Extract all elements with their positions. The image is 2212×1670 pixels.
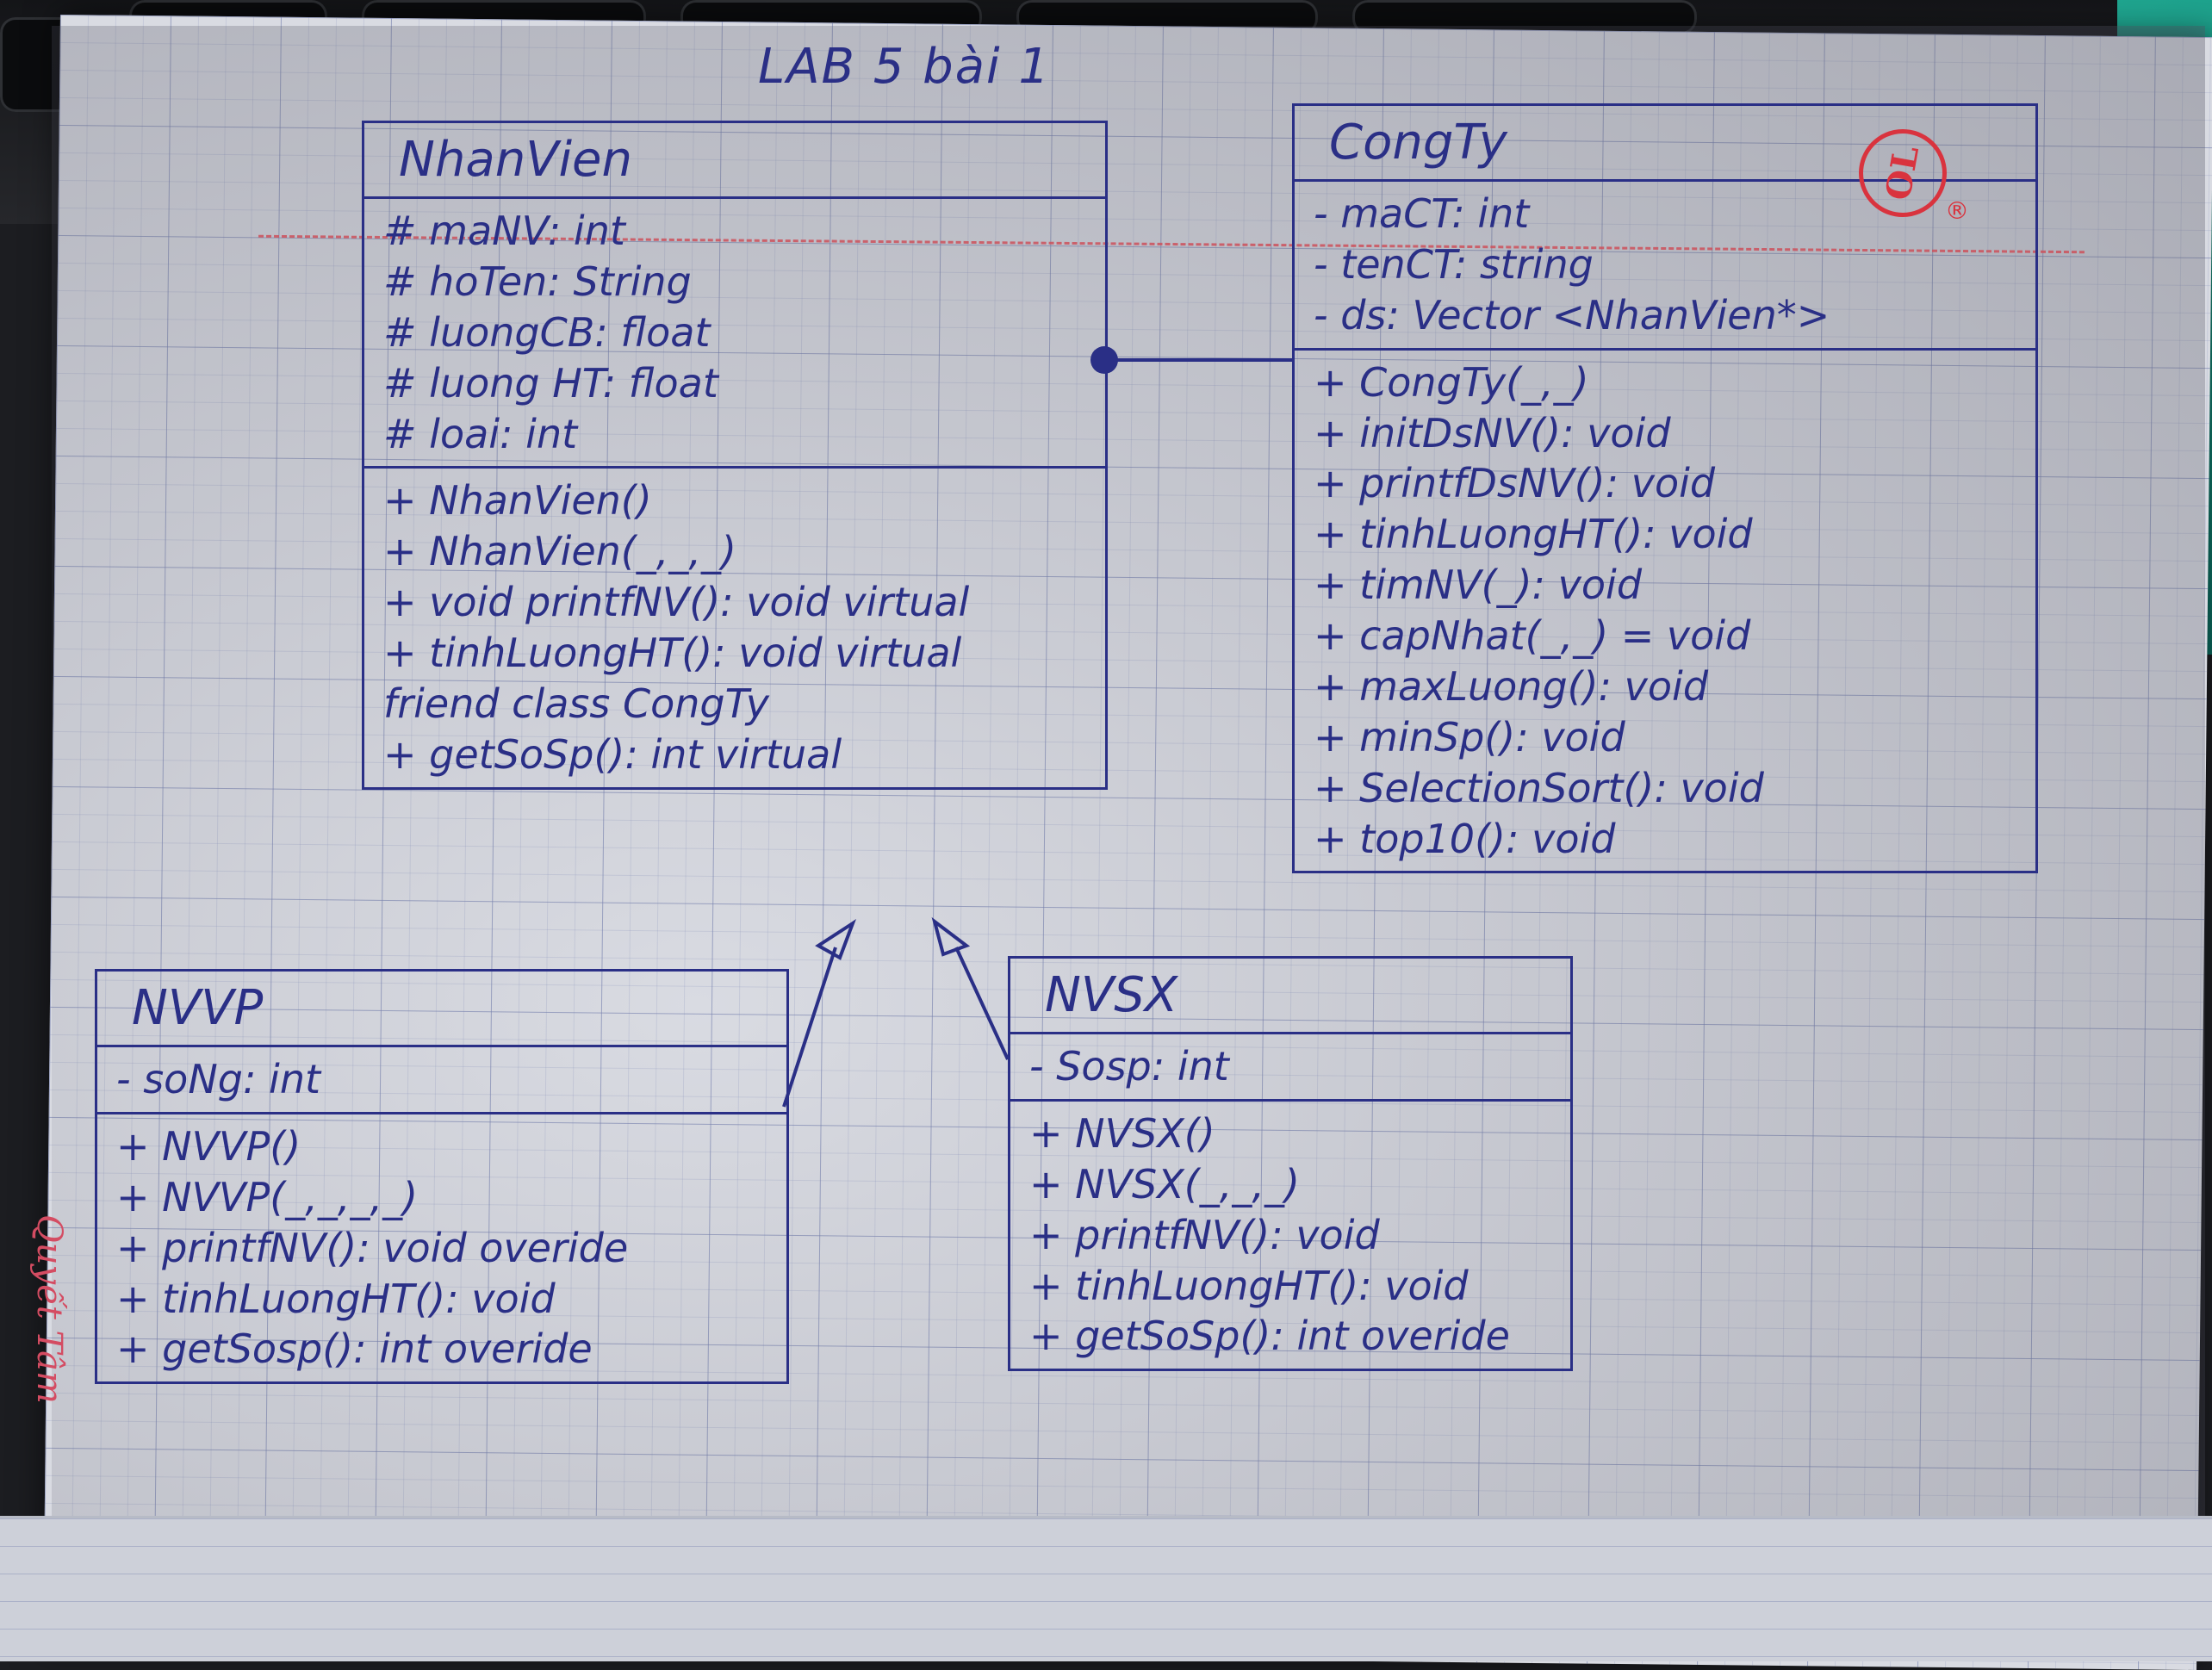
- operation: + tinhLuongHT(): void: [1029, 1262, 1469, 1309]
- inheritance-arrow-nvvp: [815, 919, 857, 960]
- attribute: # luong HT: float: [383, 359, 718, 407]
- operation: + capNhat(_,_) = void: [1314, 612, 1751, 659]
- operation: + tinhLuongHT(): void: [1314, 511, 1753, 558]
- operation: + tinhLuongHT(): void virtual: [383, 630, 962, 676]
- attribute: # luongCB: float: [383, 308, 711, 356]
- class-nhanvien: NhanVien # maNV: int # hoTen: String # l…: [362, 121, 1108, 790]
- attribute: - ds: Vector <NhanVien*>: [1314, 291, 1830, 338]
- operation: + minSp(): void: [1314, 713, 1625, 761]
- inheritance-line-nvsx: [954, 947, 1010, 1060]
- inheritance-line-nvvp: [782, 947, 837, 1108]
- registered-mark: ®: [1945, 196, 1969, 225]
- composition-diamond: [1090, 346, 1118, 374]
- operation: + NVVP(): [116, 1122, 301, 1170]
- attribute: - soNg: int: [116, 1056, 321, 1102]
- attributes: # maNV: int # hoTen: String # luongCB: f…: [364, 199, 1105, 469]
- attribute: # loai: int: [383, 410, 578, 457]
- operation: friend class CongTy: [383, 680, 769, 727]
- attribute: - tenCT: string: [1314, 240, 1594, 288]
- operation: + printfNV(): void: [1029, 1211, 1380, 1258]
- inheritance-arrow-nvsx: [931, 916, 971, 957]
- attribute: - Sosp: int: [1029, 1043, 1229, 1090]
- operation: + void printfNV(): void virtual: [383, 579, 970, 626]
- attributes: - soNg: int: [97, 1047, 786, 1114]
- operation: + top10(): void: [1314, 815, 1616, 862]
- class-name: CongTy: [1295, 106, 2035, 182]
- class-congty: CongTy - maCT: int - tenCT: string - ds:…: [1292, 103, 2038, 874]
- class-nvvp: NVVP - soNg: int + NVVP() + NVVP(_,_,_,_…: [95, 969, 789, 1385]
- class-name: NVSX: [1010, 959, 1570, 1034]
- operation: + getSosp(): int overide: [116, 1325, 593, 1373]
- signature: Quyết Tâm: [29, 1214, 69, 1404]
- next-page-edge: [0, 1516, 2212, 1661]
- operation: + timNV(_): void: [1314, 562, 1643, 609]
- operation: + printfDsNV(): void: [1314, 460, 1716, 507]
- attribute: # hoTen: String: [383, 258, 692, 305]
- operation: + NVSX(): [1029, 1109, 1215, 1157]
- operation: + SelectionSort(): void: [1314, 764, 1764, 811]
- operation: + initDsNV(): void: [1314, 409, 1671, 456]
- operations: + NVSX() + NVSX(_,_,_) + printfNV(): voi…: [1010, 1102, 1570, 1369]
- attribute: - maCT: int: [1314, 190, 1530, 237]
- operation: + maxLuong(): void: [1314, 662, 1709, 710]
- operations: + CongTy(_,_) + initDsNV(): void + print…: [1295, 351, 2035, 872]
- class-name: NVVP: [97, 972, 786, 1047]
- operation: + NVVP(_,_,_,_): [116, 1173, 419, 1220]
- operation: + tinhLuongHT(): void: [116, 1275, 556, 1322]
- attributes: - Sosp: int: [1010, 1034, 1570, 1102]
- operation: + CongTy(_,_): [1314, 358, 1589, 406]
- operation: + printfNV(): void overide: [116, 1224, 629, 1271]
- class-nvsx: NVSX - Sosp: int + NVSX() + NVSX(_,_,_) …: [1008, 956, 1573, 1372]
- class-name: NhanVien: [364, 123, 1105, 199]
- operation: + NhanVien(): [383, 477, 652, 525]
- attributes: - maCT: int - tenCT: string - ds: Vector…: [1295, 182, 2035, 351]
- operation: + getSoSp(): int virtual: [383, 730, 842, 778]
- operation: + getSoSp(): int overide: [1029, 1313, 1510, 1360]
- operations: + NhanVien() + NhanVien(_,_,_) + void pr…: [364, 469, 1105, 786]
- page-title: LAB 5 bài 1: [758, 39, 1052, 95]
- operations: + NVVP() + NVVP(_,_,_,_) + printfNV(): v…: [97, 1114, 786, 1381]
- operation: + NhanVien(_,_,_): [383, 528, 736, 575]
- attribute: # maNV: int: [383, 208, 625, 254]
- operation: + NVSX(_,_,_): [1029, 1160, 1300, 1207]
